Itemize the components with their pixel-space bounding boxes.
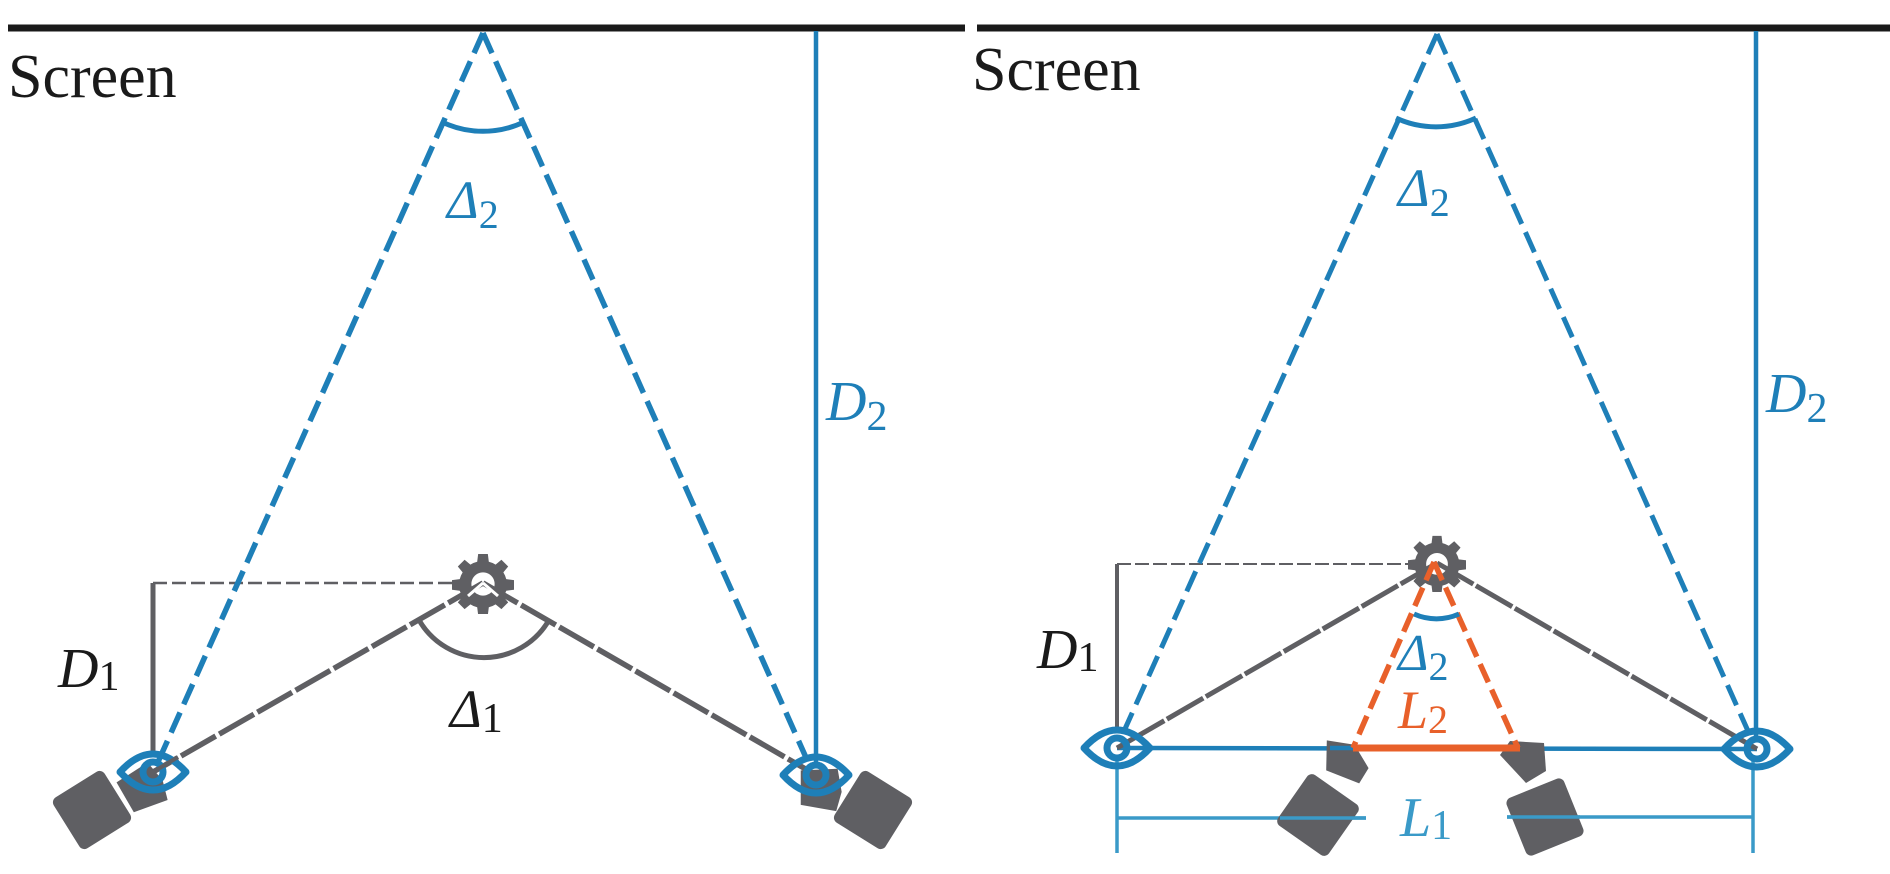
- right-camera: [1500, 741, 1584, 856]
- gear-to-left-eye-line: [1115, 560, 1439, 751]
- delta1-arc: [416, 618, 552, 661]
- delta2-arc: [1394, 115, 1478, 130]
- l1-label: L1: [1399, 787, 1452, 849]
- d1-label: D1: [1036, 619, 1098, 681]
- delta2-label: Δ2: [1396, 158, 1450, 225]
- l2-left-dashed-line: [1350, 560, 1437, 750]
- camera-body-icon: [52, 770, 132, 850]
- right-panel: Screen: [972, 24, 1890, 856]
- delta2-small-arc: [1412, 611, 1461, 622]
- d2-label: D2: [1765, 363, 1827, 432]
- right-camera: [800, 768, 913, 850]
- delta1-label: Δ1: [448, 679, 503, 742]
- gear-to-right-eye-line: [481, 580, 818, 778]
- screen-label: Screen: [972, 36, 1141, 104]
- camera-body-icon: [1277, 774, 1359, 856]
- gear-to-right-eye-line: [1435, 560, 1759, 752]
- left-sight-line: [155, 31, 486, 764]
- camera-body-icon: [833, 770, 913, 850]
- left-sight-line: [1117, 32, 1440, 742]
- delta2-arc: [440, 119, 526, 134]
- left-camera: [1277, 740, 1369, 856]
- right-sight-line: [480, 31, 811, 764]
- left-panel: Screen Δ2 D2: [8, 24, 965, 850]
- delta2-label: Δ2: [445, 170, 499, 237]
- l2-label: L2: [1397, 680, 1448, 742]
- delta2-small-label: Δ2: [1396, 625, 1449, 689]
- right-sight-line: [1434, 32, 1755, 742]
- gear-to-left-eye-line: [151, 580, 485, 775]
- left-camera: [52, 762, 168, 850]
- screen-label: Screen: [8, 43, 177, 111]
- l2-right-dashed-line: [1431, 560, 1521, 750]
- d1-label: D1: [57, 638, 119, 700]
- d2-label: D2: [825, 371, 887, 440]
